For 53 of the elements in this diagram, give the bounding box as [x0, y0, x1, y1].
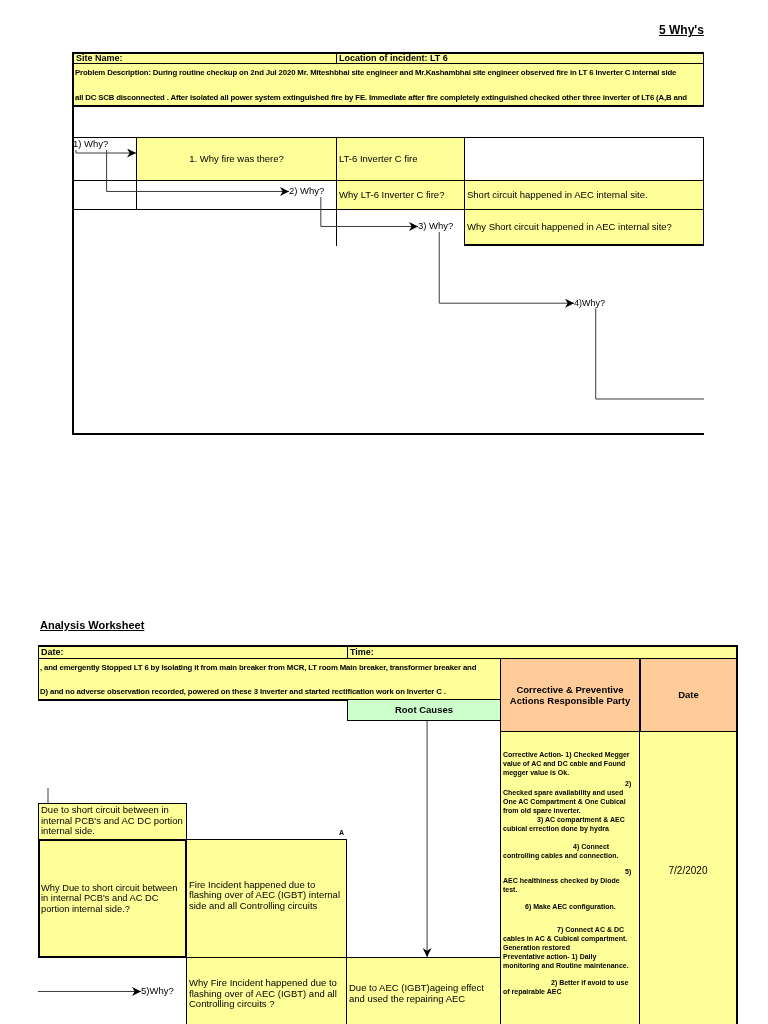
question-cell: [136, 137, 337, 181]
column-title: Date: [678, 689, 699, 701]
field-label: Time:: [350, 647, 374, 658]
header-cell: [38, 645, 348, 659]
answer-cell: [186, 839, 347, 958]
answer-text: Due to short circuit between in internal PCB's and AC DC portion internal side.: [41, 805, 184, 837]
action-cell: [500, 732, 641, 1024]
arrow: [422, 720, 432, 958]
field-label: Date:: [41, 647, 64, 658]
question-text: Why Short circuit happened in AEC internal site?: [467, 221, 672, 233]
connector-line: [595, 307, 705, 400]
arrow: [438, 231, 575, 308]
why-step-label: 3) Why?: [418, 221, 454, 232]
question-text: Why Due to short circuit between in internal PCB's and AC DC portion internal side.?: [41, 882, 179, 915]
question-cell: [464, 209, 704, 246]
arrow: [37, 986, 142, 996]
arrow: [106, 149, 290, 196]
column-title: Root Causes: [394, 704, 454, 716]
column-header: [640, 658, 738, 733]
question-text: Why LT-6 Inverter C fire?: [339, 189, 445, 201]
header-cell: [72, 52, 337, 64]
why-step-label: 1) Why?: [73, 139, 109, 150]
answer-text: LT-6 Inverter C fire: [339, 153, 418, 165]
date-cell: [640, 732, 738, 1024]
arrow: [75, 148, 137, 158]
field-label: Site Name:: [76, 54, 123, 63]
question-cell: [38, 839, 187, 958]
answer-text: Fire Incident happened due to flashing over of AEC (IGBT) internal side and all Controlling circuits: [189, 879, 341, 912]
question-text: Why Fire Incident happened due to flashing over of AEC (IGBT) and all Controlling circuits ?: [189, 978, 338, 1010]
header-cell: [336, 52, 704, 64]
answer-cell: [464, 180, 704, 210]
why-step-label: 2) Why?: [289, 186, 325, 197]
question-text: 1. Why fire was there?: [189, 153, 284, 165]
column-header: [347, 699, 501, 721]
description-cell: [72, 63, 704, 107]
connector-line: [47, 787, 49, 804]
why-step-label: 5)Why?: [141, 986, 174, 997]
question-cell: [186, 957, 347, 1024]
arrow: [320, 196, 419, 231]
answer-text: Short circuit happened in AEC internal site.: [467, 189, 648, 201]
answer-text: Due to AEC (IGBT)ageing effect and used the repairing AEC: [349, 983, 485, 1005]
field-label: Location of incident: LT 6: [339, 54, 448, 63]
answer-cell: [336, 137, 465, 181]
question-cell: [336, 180, 465, 210]
date-value: 7/2/2020: [668, 865, 708, 877]
header-cell: [347, 645, 738, 659]
description-cell: [38, 658, 501, 701]
page-title: 5 Why's: [659, 24, 704, 38]
why-step-label: 4)Why?: [574, 298, 605, 309]
column-header: [500, 658, 641, 733]
answer-cell: [346, 957, 501, 1024]
section-title: Analysis Worksheet: [40, 619, 145, 632]
column-title: Corrective & Preventive Actions Responsible Party: [508, 683, 632, 707]
